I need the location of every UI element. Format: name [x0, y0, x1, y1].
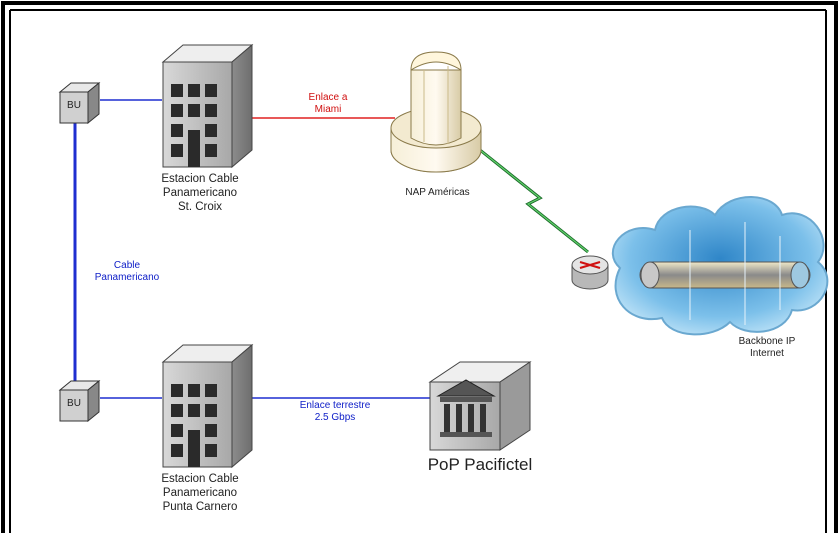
cable-line1: Cable [113, 260, 141, 271]
cable-label: Cable Panamericano [82, 260, 172, 284]
cable-line2: Panamericano [94, 272, 160, 283]
link-miami-label: Enlace a Miami [290, 92, 366, 116]
station-top-line3: St. Croix [177, 200, 223, 213]
station-bottom-line2: Panamericano [162, 486, 238, 499]
link-terrestre-line1: Enlace terrestre [299, 400, 371, 411]
station-bottom-line1: Estacion Cable [161, 473, 239, 485]
bu-top-label: BU [67, 100, 81, 111]
link-miami-line1: Enlace a [308, 92, 348, 103]
backbone-label: Backbone IP Internet [722, 336, 812, 360]
backbone-cloud [612, 196, 829, 336]
station-top-label: Estacion Cable Panamericano St. Croix [140, 173, 260, 214]
station-top-line1: Estacion Cable [161, 173, 239, 185]
bu-top-box [58, 81, 101, 125]
station-bottom-label: Estacion Cable Panamericano Punta Carner… [140, 473, 260, 514]
station-top-line2: Panamericano [162, 186, 238, 199]
nap-label: NAP Américas [405, 187, 470, 198]
router-icon [571, 255, 609, 290]
station-top-building [161, 43, 254, 169]
bu-bottom-box [58, 379, 101, 423]
wireless-link-highlight [479, 149, 589, 253]
station-bottom-building [161, 343, 254, 469]
nap-tower [390, 51, 482, 173]
backbone-line2: Internet [750, 348, 784, 359]
pop-label: PoP Pacifictel [427, 455, 533, 474]
backbone-line1: Backbone IP [738, 336, 796, 347]
pop-pacifictel-building [428, 361, 532, 451]
bu-bottom-label: BU [67, 398, 81, 409]
link-terrestre-label: Enlace terrestre 2.5 Gbps [285, 400, 385, 424]
link-terrestre-line2: 2.5 Gbps [314, 412, 356, 423]
station-bottom-line3: Punta Carnero [162, 500, 238, 513]
link-miami-line2: Miami [314, 104, 342, 115]
